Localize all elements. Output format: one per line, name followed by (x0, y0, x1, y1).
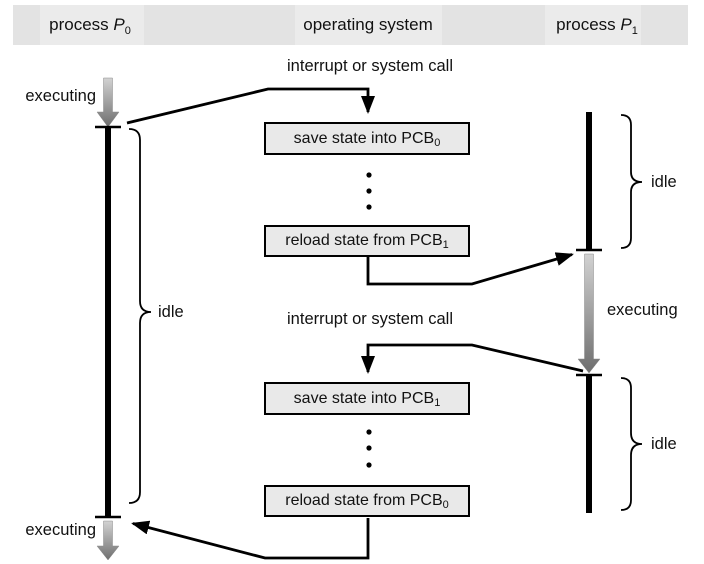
p0-idle-brace (128, 128, 152, 504)
p0-timeline (95, 77, 152, 561)
p1-idle-brace-top (620, 114, 643, 249)
header-label-process1: process P1 (556, 5, 638, 45)
p0-executing-label-top: executing (25, 87, 96, 105)
reload-state-box-bottom-text: reload state from PCB (285, 492, 443, 509)
vertical-ellipsis-icon-top (366, 172, 372, 210)
p0-executing-arrow-top (96, 77, 120, 128)
arrow-reload-to-p1 (366, 252, 574, 286)
p0-idle-label: idle (158, 303, 184, 321)
process1-variable: P (620, 15, 632, 34)
header-cell-os (295, 5, 442, 45)
interrupt-label-top: interrupt or system call (287, 57, 453, 75)
header-label-process0: process P0 (49, 5, 131, 45)
process0-variable: P (113, 15, 125, 34)
header-cell-p0 (40, 5, 144, 45)
process0-subscript: 0 (124, 25, 131, 37)
reload-state-box-top-text: reload state from PCB (285, 232, 443, 249)
p0-executing-label-bottom: executing (25, 521, 96, 539)
process1-prefix: process (556, 15, 621, 34)
p1-idle-label-top: idle (651, 173, 677, 191)
process0-prefix: process (49, 15, 114, 34)
reload-state-box-top-subscript: 1 (442, 239, 449, 251)
p0-executing-arrow-bottom (96, 520, 120, 561)
arrow-p0-to-save (126, 87, 375, 125)
interrupt-label-bottom: interrupt or system call (287, 310, 453, 328)
vertical-ellipsis-icon-bottom (366, 429, 372, 468)
save-state-box-bottom-text: save state into PCB (293, 389, 435, 407)
p1-executing-arrow (577, 253, 601, 374)
header-cell-p1 (545, 5, 641, 45)
save-state-box-top-text: save state into PCB (293, 129, 435, 147)
arrow-reload-to-p0 (131, 518, 370, 560)
header-bar (13, 5, 688, 45)
save-state-box-bottom-subscript: 1 (434, 396, 441, 409)
header-label-os: operating system (303, 15, 433, 34)
p1-idle-label-bottom: idle (651, 435, 677, 453)
reload-state-box-bottom-subscript: 0 (442, 499, 449, 511)
context-switch-arrows (126, 87, 584, 560)
p1-idle-brace-bottom (620, 377, 643, 511)
process1-subscript: 1 (631, 25, 638, 37)
save-state-box-top-subscript: 0 (434, 136, 441, 149)
p1-timeline (576, 112, 643, 513)
p1-executing-label: executing (607, 301, 678, 319)
arrow-p1-to-save (361, 343, 584, 374)
